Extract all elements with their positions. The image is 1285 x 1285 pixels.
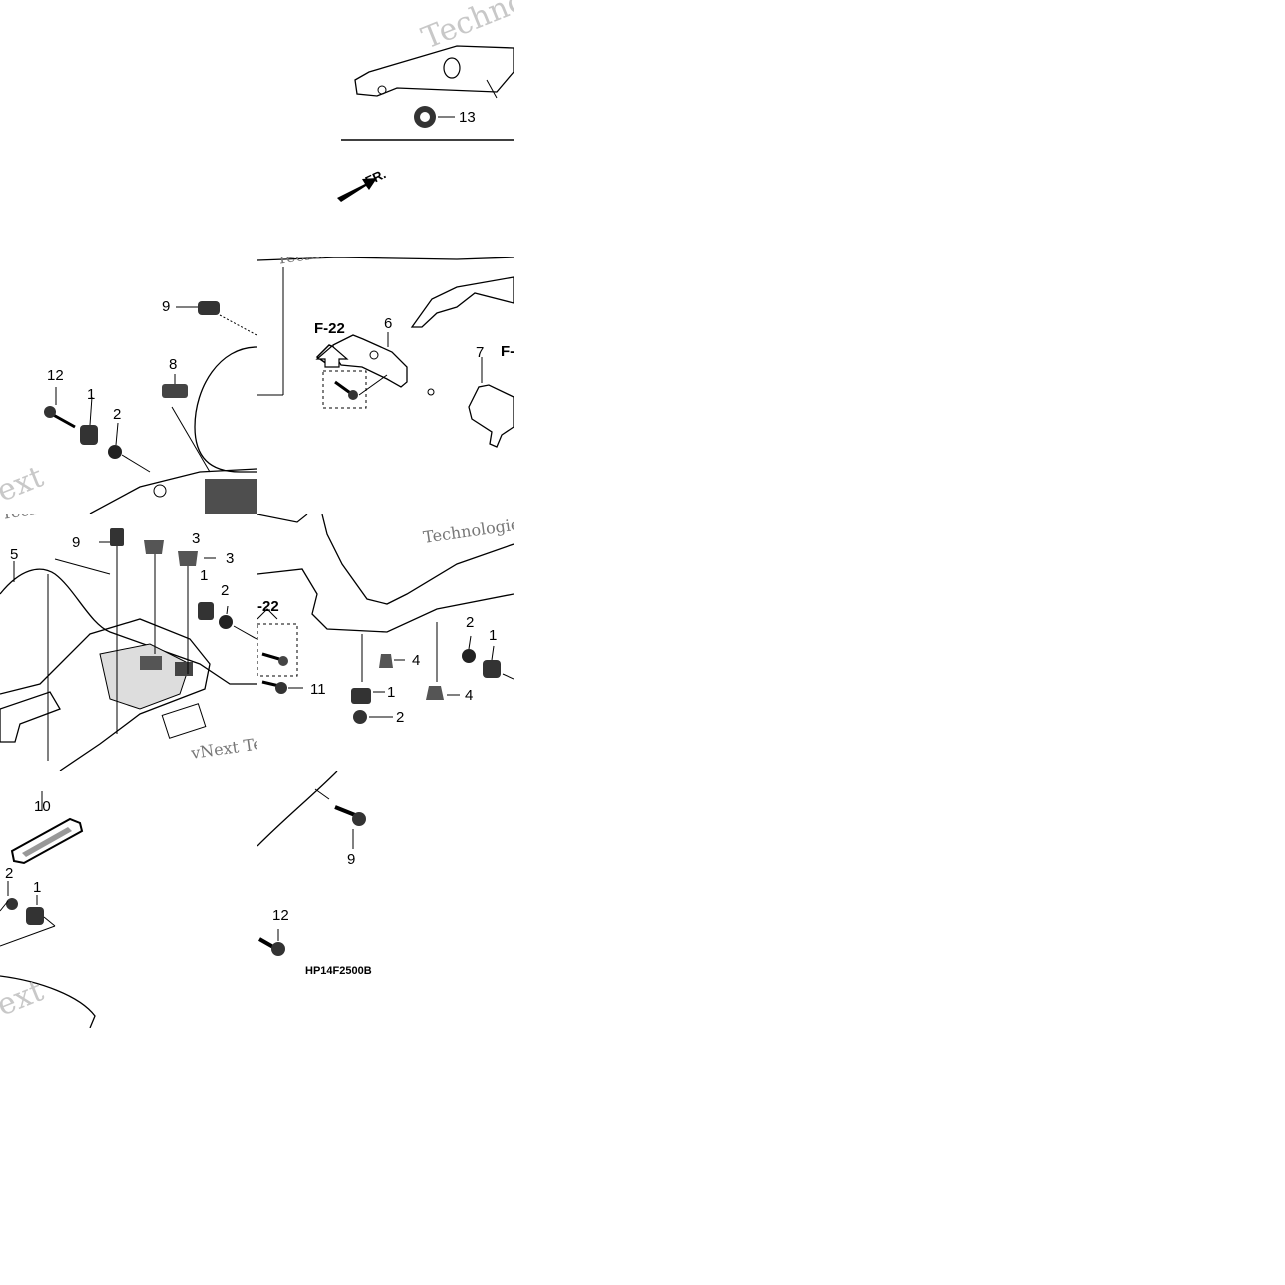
callout-1: 1	[87, 386, 96, 403]
callout-1: 1	[387, 684, 396, 701]
rear-fender-drawing	[44, 301, 257, 514]
callout-9: 9	[162, 298, 171, 315]
diagram-tile-bolts: 9 12 HP14F2500B	[257, 771, 514, 1028]
diagram-tile-strap: ext 10 2 1	[0, 771, 257, 1028]
diagram-tile-rear-cover: Technologies -22 2 1 4 11 1 4 2	[257, 514, 514, 771]
grab-rail-drawing	[337, 45, 514, 202]
callout-3: 3	[192, 530, 201, 547]
callout-10: 10	[34, 798, 51, 815]
strap-drawing	[0, 791, 96, 1028]
callout-1: 1	[489, 627, 498, 644]
bolts-drawing	[257, 771, 366, 956]
brackets-drawing	[257, 257, 514, 448]
diagram-tile-brackets: Technologies F-22 F- 6 7	[257, 257, 514, 514]
ref-f22-partial: -22	[257, 598, 279, 615]
rear-cover-drawing	[257, 514, 514, 724]
diagram-tile-seat-base: Technologies vNext Technologies 5 9 3 3 …	[0, 514, 257, 771]
callout-8: 8	[169, 356, 178, 373]
ref-f-partial: F-	[501, 343, 514, 360]
callout-1: 1	[200, 567, 209, 584]
callout-2: 2	[466, 614, 475, 631]
callout-12: 12	[47, 367, 64, 384]
callout-2: 2	[396, 709, 405, 726]
seat-base-drawing	[0, 528, 257, 771]
ref-f22: F-22	[314, 320, 345, 337]
callout-9: 9	[72, 534, 81, 551]
callout-2: 2	[5, 865, 14, 882]
callout-2: 2	[113, 406, 122, 423]
callout-1: 1	[33, 879, 42, 896]
diagram-tile-top: Technologies 13 FR.	[257, 0, 514, 257]
callout-7: 7	[476, 344, 485, 361]
callout-3: 3	[226, 550, 235, 567]
diagram-tile-rear-upper-left: vNext Technologies ext 9 8 12 1 2	[0, 257, 257, 514]
callout-4: 4	[412, 652, 421, 669]
callout-12: 12	[272, 907, 289, 924]
callout-6: 6	[384, 315, 393, 332]
callout-13: 13	[459, 109, 476, 126]
callout-2: 2	[221, 582, 230, 599]
callout-9: 9	[347, 851, 356, 868]
callout-11: 11	[310, 681, 326, 698]
callout-5: 5	[10, 546, 19, 563]
callout-4: 4	[465, 687, 474, 704]
diagram-code: HP14F2500B	[305, 965, 372, 977]
